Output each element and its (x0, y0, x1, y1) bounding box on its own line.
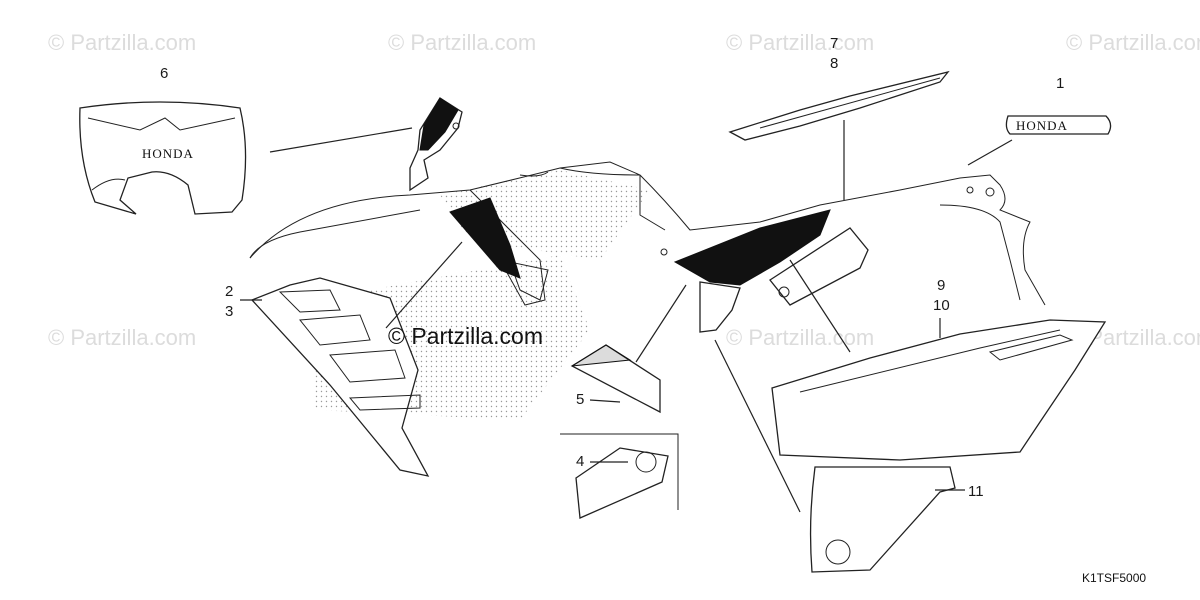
center-watermark: © Partzilla.com (388, 323, 543, 349)
watermark-text: © Partzilla.com (48, 30, 196, 55)
part-4-decal[interactable] (560, 433, 679, 519)
part-7-8-stripe[interactable] (728, 70, 950, 141)
emblem-wordmark: HONDA (1016, 118, 1068, 133)
plate-wordmark: HONDA (142, 146, 194, 161)
callouts: 6 7 8 1 2 3 9 10 5 4 11 (160, 35, 1064, 500)
callout-9: 9 (937, 277, 945, 294)
callout-10: 10 (933, 297, 950, 314)
part-5-decal[interactable] (570, 344, 661, 414)
bike-body-outline (249, 161, 1046, 306)
muffler[interactable] (769, 227, 869, 306)
part-1-honda-emblem[interactable]: HONDA (1005, 115, 1112, 135)
callout-11: 11 (968, 483, 984, 500)
callout-7: 7 (830, 35, 838, 52)
watermark-text: © Partzilla.com (726, 30, 874, 55)
part-9-10-side-decal[interactable] (771, 319, 1107, 461)
part-2-3-shroud-graphic[interactable] (250, 277, 430, 477)
watermark-text: © Partzilla.com (726, 325, 874, 350)
shroud-upper-decal[interactable] (409, 97, 463, 192)
side-panel-black-decal[interactable] (673, 209, 831, 333)
diagram-code: K1TSF5000 (1082, 571, 1146, 585)
shroud-black-decal[interactable] (449, 197, 521, 279)
callout-3: 3 (225, 303, 233, 320)
part-6-front-plate[interactable]: HONDA (79, 101, 247, 215)
watermark-text: © Partzilla.com (1066, 30, 1200, 55)
callout-2: 2 (225, 283, 233, 300)
leader-lines (240, 120, 1013, 513)
watermarks: © Partzilla.com © Partzilla.com © Partzi… (48, 30, 1200, 350)
callout-1: 1 (1056, 75, 1064, 92)
callout-6: 6 (160, 65, 168, 82)
callout-5: 5 (576, 391, 584, 408)
callout-4: 4 (576, 453, 584, 470)
part-11-lower-decal[interactable] (809, 466, 956, 573)
watermark-text: © Partzilla.com (48, 325, 196, 350)
watermark-text: © Partzilla.com (388, 30, 536, 55)
callout-8: 8 (830, 55, 838, 72)
